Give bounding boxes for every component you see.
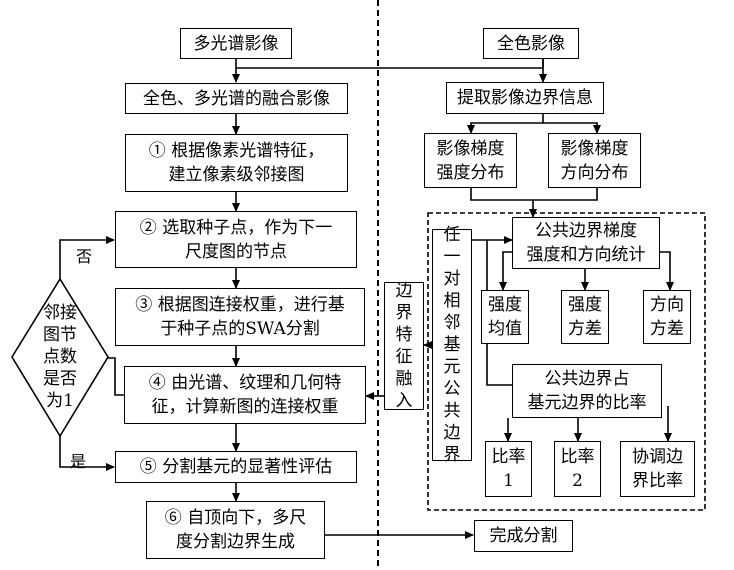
arrow-edge-to-direction — [543, 122, 601, 134]
step6-line: 度分割边界生成 — [176, 532, 295, 552]
segmentation-done-label: 完成分割 — [489, 526, 558, 546]
any-pair-char: 公 — [443, 379, 461, 399]
link-anypair-common — [486, 240, 512, 386]
step5-box: ⑤ 分割基元的显著性评估 — [115, 451, 357, 483]
arrow-step4-to-decision — [106, 357, 124, 396]
gradient-strength-box: 影像梯度 强度分布 — [424, 133, 517, 188]
boundary-fusion-char: 入 — [395, 391, 413, 411]
fused-label: 全色、多光谱的融合影像 — [143, 88, 330, 109]
arrow-common-to-mean — [499, 251, 512, 291]
step3-line: ③ 根据图连接权重，进行基 — [135, 295, 345, 315]
gradient-direction-box: 影像梯度 方向分布 — [548, 133, 641, 188]
step6-box: ⑥ 自顶向下，多尺 度分割边界生成 — [146, 501, 325, 559]
panchromatic-image-box: 全色影像 — [483, 28, 579, 59]
any-pair-char: 元 — [443, 357, 461, 377]
gradient-strength-line: 影像梯度 — [436, 138, 505, 159]
gradient-direction-line: 方向分布 — [560, 162, 629, 183]
strength-variance-line: 强度 — [568, 295, 602, 315]
ratio-line: 公共边界占 — [544, 369, 630, 389]
strength-variance-box: 强度 方差 — [561, 290, 609, 344]
edge-info-box: 提取影像边界信息 — [446, 82, 604, 114]
any-pair-char: 任 — [443, 225, 461, 245]
feature-region-border — [427, 212, 706, 511]
step1-box: ① 根据像素光谱特征， 建立像素级邻接图 — [125, 134, 348, 192]
strength-mean-box: 强度 均值 — [481, 290, 529, 344]
panchromatic-label: 全色影像 — [497, 33, 565, 54]
step5-label: ⑤ 分割基元的显著性评估 — [139, 457, 333, 477]
multispectral-label: 多光谱影像 — [193, 33, 279, 54]
ratio1-line: 1 — [503, 471, 514, 491]
boundary-fusion-char: 征 — [395, 347, 413, 367]
ratio1-box: 比率 1 — [485, 441, 532, 497]
any-pair-boundary-box: 任 一 对 相 邻 基 元 公 共 边 界 — [432, 225, 472, 465]
ratio-line: 基元边界的比率 — [527, 393, 647, 413]
step3-box: ③ 根据图连接权重，进行基 于种子点的SWA分割 — [115, 288, 365, 346]
gradient-strength-line: 强度分布 — [436, 162, 505, 183]
fused-image-box: 全色、多光谱的融合影像 — [125, 83, 348, 114]
decision-no-label: 否 — [76, 247, 93, 266]
boundary-fusion-char: 边 — [395, 281, 413, 301]
decision-diamond — [11, 277, 109, 438]
step2-line: 尺度图的节点 — [185, 241, 287, 262]
arrow-pan-to-fused — [236, 58, 544, 69]
any-pair-char: 界 — [443, 445, 461, 465]
ratio2-line: 2 — [572, 471, 583, 491]
decision-line: 是否 — [43, 369, 77, 389]
direction-variance-box: 方向 方差 — [643, 290, 691, 344]
any-pair-char: 基 — [443, 335, 461, 355]
ratio1-line: 比率 — [491, 447, 526, 467]
arrow-edge-to-strength — [467, 122, 543, 134]
direction-variance-line: 方差 — [650, 319, 684, 339]
segmentation-done-box: 完成分割 — [474, 520, 573, 552]
edge-info-label: 提取影像边界信息 — [457, 88, 593, 108]
direction-variance-line: 方向 — [650, 295, 684, 315]
any-pair-char: 对 — [443, 269, 461, 289]
decision-line: 邻接 — [43, 303, 77, 323]
boundary-fusion-char: 界 — [395, 303, 413, 323]
strength-variance-line: 方差 — [568, 319, 602, 339]
step4-line: ④ 由光谱、纹理和几何特 — [148, 373, 342, 393]
decision-text: 邻接 图节 点数 是否 为1 — [30, 302, 90, 412]
decision-line: 点数 — [43, 347, 77, 367]
arrow-grads-to-common — [470, 188, 598, 201]
step1-line: ① 根据像素光谱特征， — [148, 141, 325, 161]
ratio-box: 公共边界占 基元边界的比率 — [512, 364, 662, 418]
multispectral-image-box: 多光谱影像 — [180, 28, 292, 59]
step3-line: 于种子点的SWA分割 — [160, 319, 320, 339]
common-gradient-line: 强度和方向统计 — [526, 245, 646, 265]
step1-line: 建立像素级邻接图 — [168, 165, 305, 185]
decision-yes-label: 是 — [70, 452, 87, 471]
step4-box: ④ 由光谱、纹理和几何特 征，计算新图的连接权重 — [124, 366, 366, 424]
any-pair-char: 边 — [443, 423, 461, 443]
coordination-ratio-line: 界比率 — [632, 471, 683, 491]
step4-line: 征，计算新图的连接权重 — [151, 397, 339, 417]
any-pair-char: 共 — [443, 401, 461, 421]
step6-line: ⑥ 自顶向下，多尺 — [164, 508, 307, 528]
any-pair-char: 相 — [443, 291, 461, 311]
boundary-fusion-char: 特 — [395, 325, 413, 345]
arrow-no-to-step2 — [59, 236, 115, 279]
boundary-fusion-char: 融 — [395, 369, 413, 389]
any-pair-char: 一 — [443, 247, 461, 267]
coordination-ratio-line: 协调边 — [632, 447, 683, 467]
strength-mean-line: 强度 — [488, 295, 522, 315]
step2-line: ② 选取种子点，作为下一 — [139, 217, 333, 238]
decision-line: 图节 — [43, 325, 77, 345]
gradient-direction-line: 影像梯度 — [560, 138, 629, 159]
strength-mean-line: 均值 — [488, 319, 522, 339]
common-gradient-line: 公共边界梯度 — [535, 221, 637, 241]
arrow-common-to-dirvar — [660, 251, 674, 291]
coordination-ratio-box: 协调边 界比率 — [620, 441, 695, 497]
decision-line: 为1 — [46, 391, 74, 411]
common-gradient-box: 公共边界梯度 强度和方向统计 — [512, 217, 660, 269]
arrow-yes-to-step5 — [59, 436, 115, 471]
any-pair-char: 邻 — [443, 313, 461, 333]
ratio2-line: 比率 — [560, 447, 595, 467]
boundary-fusion-box: 边 界 特 征 融 入 — [384, 281, 424, 411]
step2-box: ② 选取种子点，作为下一 尺度图的节点 — [115, 211, 357, 268]
ratio2-box: 比率 2 — [554, 441, 601, 497]
